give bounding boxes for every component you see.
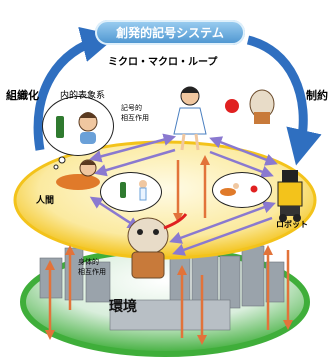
woman-icon — [78, 112, 98, 144]
red-ball-icon — [225, 99, 239, 113]
symbolic-interaction-label: 記号的 相互作用 — [121, 104, 149, 122]
dog-robot-large-icon — [127, 213, 188, 279]
shared-thought-bubble — [100, 172, 162, 212]
bottle-icon — [56, 116, 64, 138]
diagram-title: 創発的記号システム — [116, 26, 224, 40]
dog-robot-icon — [249, 89, 275, 124]
robot-icon — [277, 170, 303, 222]
symbolic-interaction-arrows — [88, 133, 278, 256]
organization-label: 組織化 — [6, 89, 39, 102]
physical-interaction-arrows — [45, 155, 293, 345]
robot-label: ロボット — [276, 220, 308, 229]
constraint-arrow — [246, 35, 322, 166]
environment-label: 環境 — [109, 299, 137, 315]
child-icon — [56, 159, 100, 190]
human-thought-bubble — [42, 96, 114, 156]
organization-arrow — [33, 26, 118, 151]
physical-interaction-label: 身体的 相互作用 — [78, 258, 106, 276]
micro-macro-loop-label: ミクロ・マクロ・ループ — [108, 57, 218, 68]
title-banner: 創発的記号システム — [95, 20, 245, 45]
internal-representation-label: 内的表象系 — [60, 91, 106, 101]
constraint-label: 制約 — [306, 89, 328, 102]
human-label: 人間 — [36, 196, 55, 206]
girl-icon — [173, 86, 207, 151]
